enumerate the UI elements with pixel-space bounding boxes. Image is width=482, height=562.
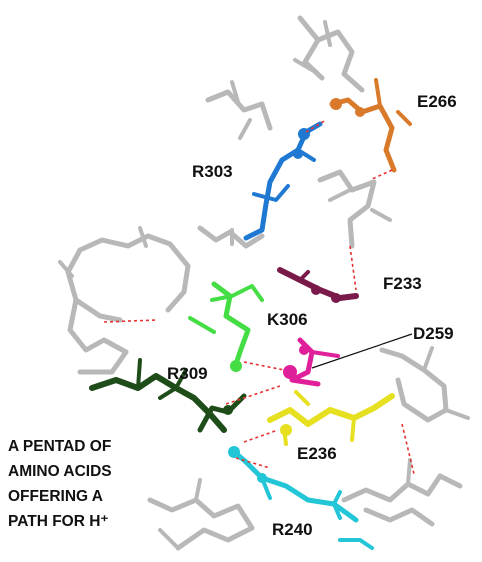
hbond-right-gray bbox=[401, 423, 415, 475]
gray-residue-top-h bbox=[293, 58, 314, 72]
residue-e236-h2 bbox=[350, 416, 356, 442]
residue-d259-atom bbox=[283, 365, 297, 379]
label-k306: K306 bbox=[267, 310, 308, 329]
gray-residue-bottom-left-h bbox=[194, 478, 202, 502]
residue-e266-h bbox=[374, 78, 382, 108]
gray-residue-bottom-right2 bbox=[363, 507, 435, 527]
residue-k306-sticks bbox=[211, 281, 251, 367]
residue-r240-h2 bbox=[332, 490, 342, 520]
residue-e266-atom2 bbox=[355, 107, 365, 117]
label-d259-leader-line bbox=[311, 333, 413, 369]
residue-r303-atom bbox=[298, 128, 310, 140]
residue-r309-h3 bbox=[197, 393, 247, 433]
residue-e266-h2 bbox=[396, 110, 412, 126]
residue-r303-atom2 bbox=[293, 149, 303, 159]
residue-r309-h2 bbox=[158, 368, 188, 400]
residue-f233-h bbox=[298, 270, 310, 282]
residue-e266-atom bbox=[330, 98, 342, 110]
gray-residue-top-h2 bbox=[323, 20, 332, 47]
residue-e236-atom bbox=[280, 424, 292, 436]
gray-residue-left-branch bbox=[73, 297, 123, 323]
gray-residue-top bbox=[297, 15, 365, 93]
residue-r240-atom2 bbox=[257, 473, 267, 483]
gray-residue-right-ring bbox=[379, 347, 449, 423]
label-r303: R303 bbox=[192, 162, 233, 181]
residue-d259-h bbox=[310, 350, 340, 358]
residue-r309-atom bbox=[223, 405, 233, 415]
label-e266: E266 bbox=[417, 92, 457, 111]
label-r309: R309 bbox=[167, 364, 208, 383]
residue-r240-atom bbox=[228, 446, 240, 458]
gray-residue-top-branch bbox=[302, 37, 325, 81]
gray-residue-right-ring-h bbox=[422, 346, 434, 372]
residue-r309-h bbox=[136, 358, 142, 390]
gray-residue-left-top-h2 bbox=[238, 118, 252, 140]
residue-r240-h3 bbox=[338, 538, 374, 550]
residue-f233-atom2 bbox=[331, 293, 341, 303]
caption-line-4: PATH FOR H⁺ bbox=[8, 513, 109, 530]
gray-residue-mid bbox=[317, 169, 377, 249]
residue-k306-h2 bbox=[188, 316, 216, 334]
gray-residue-left-ring bbox=[77, 233, 191, 313]
gray-residue-left-top-h bbox=[230, 80, 240, 104]
gray-residue-bottom-right bbox=[341, 473, 463, 503]
caption-line-2: AMINO ACIDS bbox=[8, 463, 112, 480]
hydrogen-bonds bbox=[103, 119, 415, 475]
gray-residue-mid-h2 bbox=[370, 208, 392, 222]
residue-d259-atom2 bbox=[299, 345, 309, 355]
pentad-caption: A PENTAD OF AMINO ACIDS OFFERING A PATH … bbox=[8, 434, 112, 534]
residue-f233-atom bbox=[311, 285, 321, 295]
label-f233: F233 bbox=[383, 274, 422, 293]
label-e236: E236 bbox=[297, 444, 337, 463]
gray-residue-right-ring-h2 bbox=[444, 408, 470, 420]
label-r240: R240 bbox=[272, 520, 313, 539]
gray-residue-left-chain bbox=[65, 247, 129, 375]
label-d259: D259 bbox=[413, 324, 454, 343]
hbond-left-gray bbox=[103, 319, 157, 323]
gray-residue-bottom-left bbox=[147, 497, 255, 551]
gray-residue-bottom-left-h2 bbox=[158, 528, 180, 550]
gray-residue-left-top bbox=[205, 89, 273, 131]
pentad-residues bbox=[89, 78, 413, 550]
hbond-gray-f233 bbox=[349, 245, 357, 291]
residue-k306-atom bbox=[230, 360, 242, 372]
gray-residue-mid-h bbox=[328, 188, 352, 202]
residue-r309-sticks bbox=[89, 373, 227, 433]
gray-residue-bottom-right-h bbox=[406, 458, 412, 486]
hbond-e266-gray bbox=[369, 169, 393, 181]
residue-e236-sticks bbox=[267, 393, 395, 427]
residue-e236-h bbox=[294, 390, 310, 406]
hbond-r309-d259 bbox=[225, 385, 281, 405]
hbond-r240-e236 bbox=[243, 429, 279, 443]
caption-line-3: OFFERING A bbox=[8, 488, 104, 505]
gray-residue-left-h bbox=[58, 260, 74, 278]
residue-k306-h bbox=[210, 284, 264, 302]
residue-r303-h2 bbox=[252, 184, 290, 202]
caption-line-1: A PENTAD OF bbox=[8, 438, 112, 455]
hbond-k306-d259 bbox=[243, 361, 285, 371]
surrounding-residues bbox=[58, 15, 470, 551]
residue-r303-sticks bbox=[243, 121, 323, 241]
gray-residue-left-h2 bbox=[138, 226, 148, 248]
hbond-r303-e266 bbox=[305, 119, 327, 133]
